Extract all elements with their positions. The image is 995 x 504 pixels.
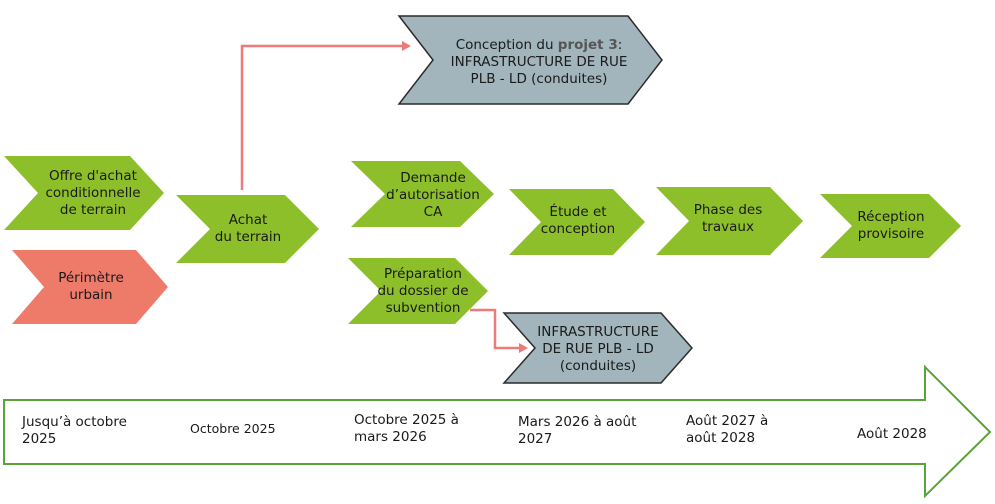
projet3-prefix: Conception du (455, 36, 558, 53)
step-etude-label: Étude et conception (540, 204, 616, 237)
projet3-suffix: : (617, 36, 623, 53)
chevron-reception (820, 194, 961, 258)
step-phase-label: Phase des travaux (693, 202, 763, 235)
chevron-projet3 (397, 15, 663, 105)
connector-to-infra (470, 308, 520, 350)
timeline-label-3: Octobre 2025 à mars 2026 (354, 412, 459, 445)
chevron-perimetre (12, 250, 168, 324)
timeline-label-2: Octobre 2025 (190, 421, 276, 436)
connector-arrowhead (402, 41, 411, 51)
projet3-rest: INFRASTRUCTURE DE RUE PLB - LD (conduite… (450, 53, 628, 87)
connector-arrowhead (519, 343, 528, 353)
timeline-label-4: Mars 2026 à août 2027 (518, 414, 637, 447)
projet3-bold: projet 3 (557, 36, 618, 53)
chevron-etude (509, 189, 645, 255)
chevron-infra (502, 312, 694, 384)
step-perimetre-label: Périmètre urbain (58, 270, 124, 303)
chevron-phase (656, 187, 803, 255)
step-preparation-label: Préparation du dossier de subvention (377, 265, 469, 316)
timeline-arrow (3, 364, 992, 499)
step-infra-label: INFRASTRUCTURE DE RUE PLB - LD (conduite… (537, 323, 659, 374)
step-projet3-label: Conception du projet 3: INFRASTRUCTURE D… (434, 32, 644, 92)
step-demande-label: Demande d’autorisation CA (386, 169, 480, 220)
step-achat-label: Achat du terrain (214, 212, 282, 245)
timeline-label-1: Jusqu’à octobre 2025 (22, 414, 127, 447)
projet3-title-line: Conception du projet 3: (456, 37, 623, 54)
connector-to-projet3 (240, 44, 402, 190)
chevron-achat (176, 195, 319, 263)
chevron-demande (351, 161, 494, 227)
step-reception-label: Réception provisoire (857, 209, 925, 242)
chevron-preparation (348, 258, 488, 324)
timeline-label-6: Août 2028 (857, 426, 927, 442)
step-offre-label: Offre d'achat conditionnelle de terrain (45, 167, 141, 218)
chevron-offre (4, 156, 164, 230)
timeline-label-5: Août 2027 à août 2028 (686, 413, 769, 446)
